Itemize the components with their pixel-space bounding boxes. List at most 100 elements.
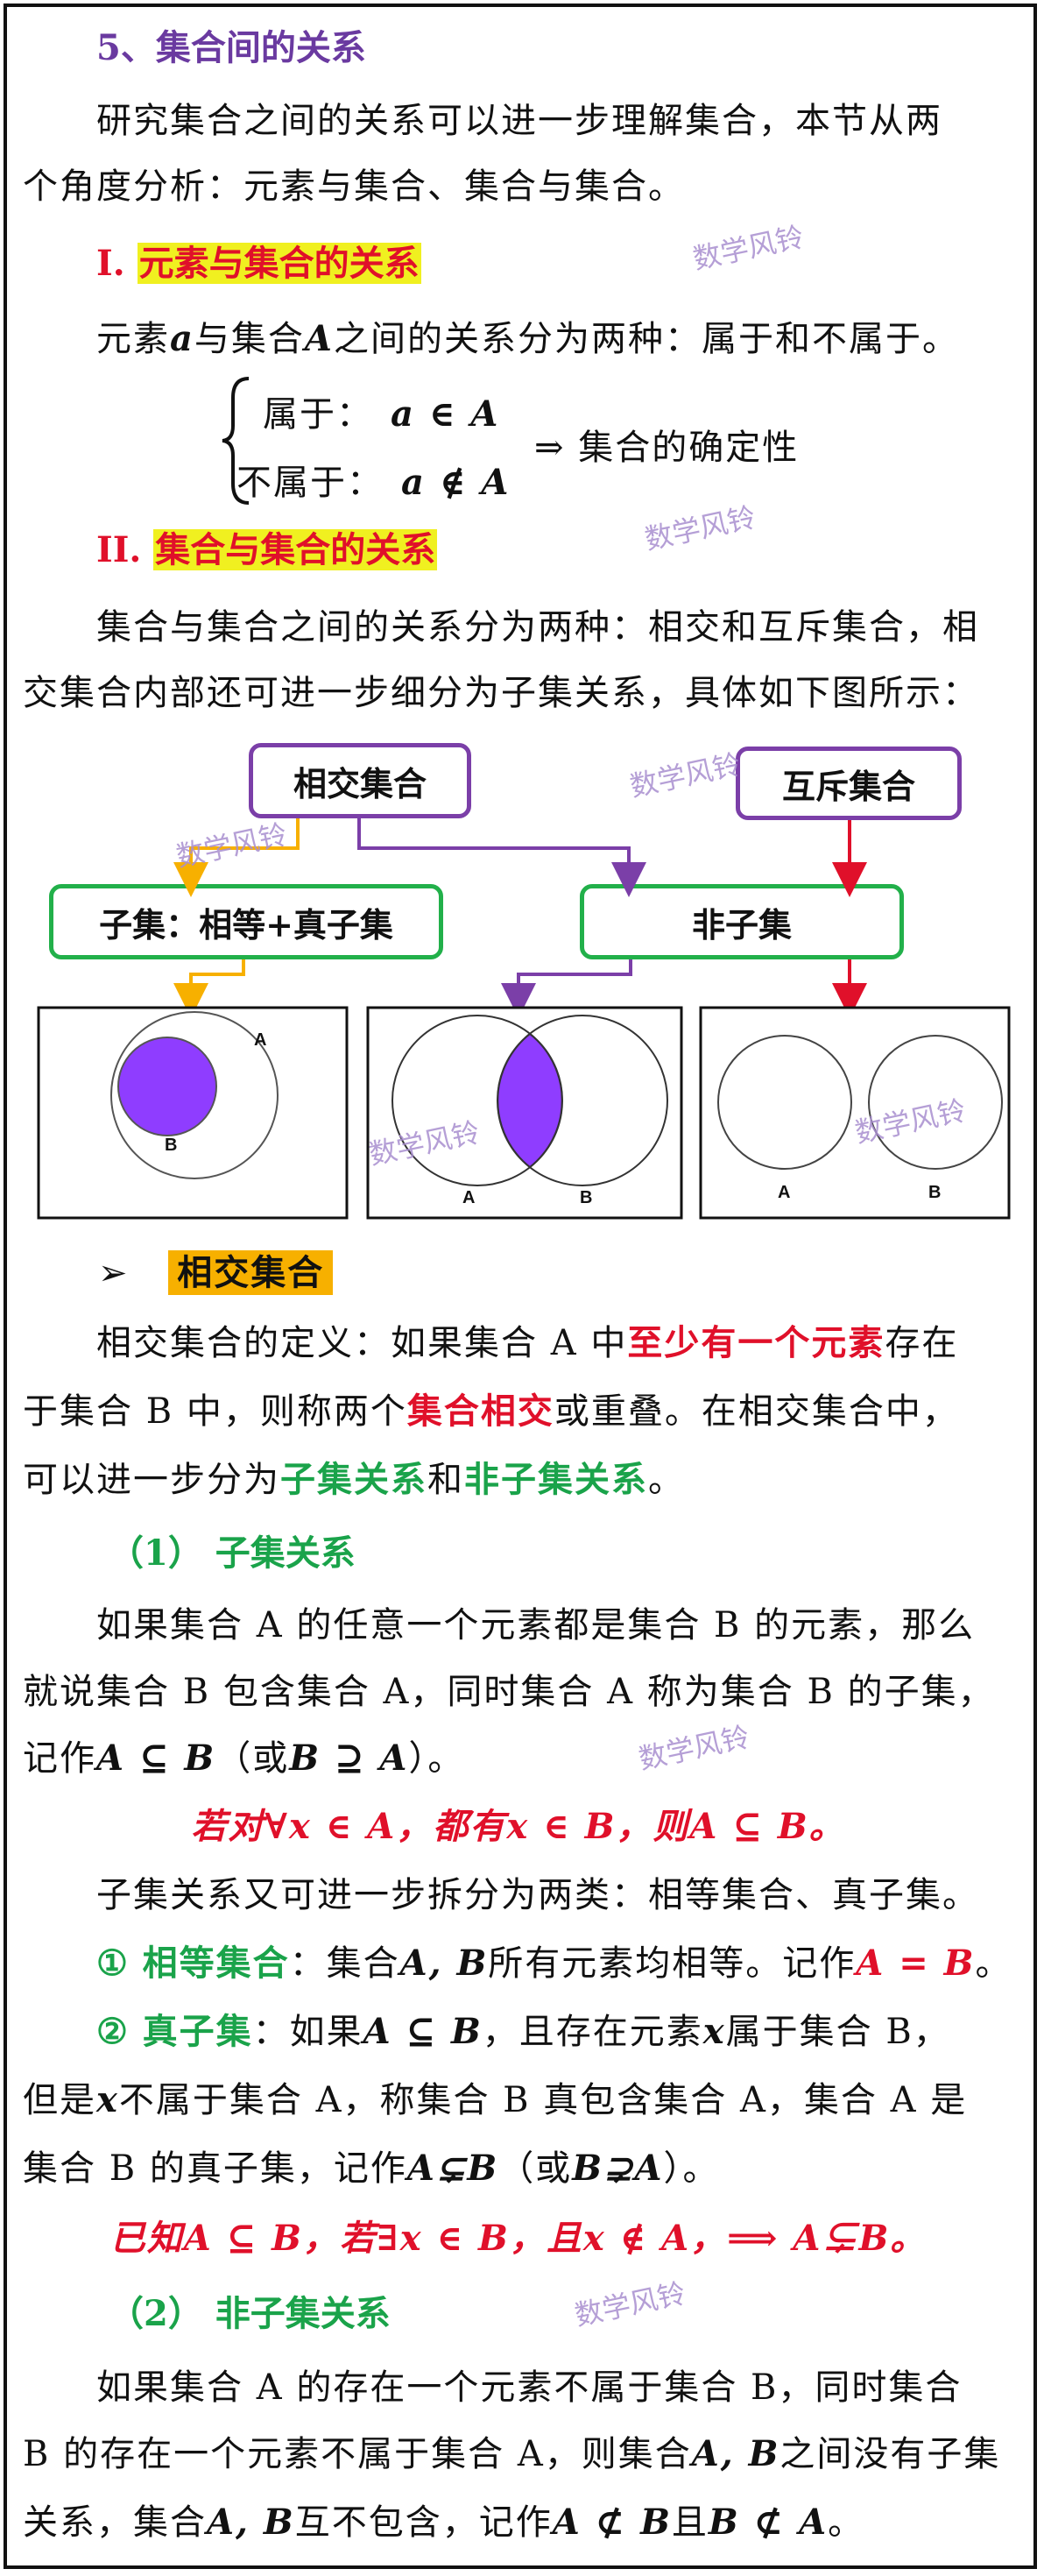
formula: B ⊇ A xyxy=(289,1737,409,1779)
text: （或 xyxy=(498,2148,573,2189)
text: 存在 xyxy=(885,1323,959,1363)
arrow-intersect-subset xyxy=(173,818,300,897)
nonsubset-line-1: 如果集合 A 的存在一个元素不属于集合 B，同时集合 xyxy=(96,2367,963,2408)
part1-heading-text: 元素与集合的关系 xyxy=(137,243,421,284)
text: 。 xyxy=(648,1460,685,1500)
text: 所有元素均相等。记作 xyxy=(488,1943,857,1984)
subset-line-3: 记作A ⊆ B（或B ⊇ A）。 xyxy=(23,1730,464,1780)
bullet-arrow-icon: ➢ xyxy=(98,1253,130,1293)
subset-split: 子集关系又可进一步拆分为两类：相等集合、真子集。 xyxy=(96,1875,979,1915)
venn-circle-left-disjoint xyxy=(717,1035,852,1170)
emphasis-red: 集合相交 xyxy=(406,1391,554,1432)
part2-line-1: 集合与集合之间的关系分为两种：相交和互斥集合，相 xyxy=(96,607,979,648)
belong-label: 属于： xyxy=(263,394,373,435)
formula: A, B xyxy=(691,2433,780,2474)
intro-line-2: 个角度分析：元素与集合、集合与集合。 xyxy=(23,166,685,207)
venn-intersection xyxy=(497,1032,563,1169)
subset-line-2: 就说集合 B 包含集合 A，同时集合 A 称为集合 B 的子集， xyxy=(23,1672,995,1712)
page-frame xyxy=(4,4,1037,2569)
section-title: 5、集合间的关系 xyxy=(96,27,366,68)
intersect-heading: ➢ 相交集合 xyxy=(98,1244,334,1295)
belong-formula: a ∈ A xyxy=(391,393,500,435)
subset-rule: 若对∀x ∈ A，都有x ∈ B，则A ⊆ B。 xyxy=(191,1806,846,1847)
equal-set-title: 相等集合 xyxy=(142,1943,290,1984)
venn-panel-disjoint xyxy=(699,1006,1011,1220)
part2-heading-text: 集合与集合的关系 xyxy=(153,529,438,570)
text: 关系，集合 xyxy=(23,2502,207,2543)
part2-heading: II. 集合与集合的关系 xyxy=(96,521,438,572)
intersect-def-line-1: 相交集合的定义：如果集合 A 中至少有一个元素存在 xyxy=(96,1314,958,1365)
box-subset: 子集：相等+真子集 xyxy=(49,884,443,959)
proper-subset-title: 真子集 xyxy=(142,2011,253,2052)
venn-circle-right-disjoint xyxy=(868,1035,1003,1170)
nonsubset-heading: （2） 非子集关系 xyxy=(109,2293,391,2334)
text: B 的存在一个元素不属于集合 A，则集合 xyxy=(23,2434,692,2474)
number-icon: ① xyxy=(96,1943,130,1984)
part1-desc: 元素a与集合A之间的关系分为两种：属于和不属于。 xyxy=(96,310,959,361)
set-A: A xyxy=(304,318,334,359)
number-icon: ② xyxy=(96,2011,130,2052)
formula-red: A = B xyxy=(856,1943,976,1984)
text: （或 xyxy=(215,1738,290,1779)
text: 不属于集合 A，称集合 B 真包含集合 A，集合 A 是 xyxy=(118,2080,968,2120)
belong-row: 属于： a ∈ A xyxy=(263,386,499,436)
formula: B⊋A xyxy=(572,2148,664,2189)
text: 但是 xyxy=(23,2080,96,2120)
conclusion-text: 集合的确定性 xyxy=(578,428,800,468)
subset-line-1: 如果集合 A 的任意一个元素都是集合 B 的元素，那么 xyxy=(96,1605,976,1645)
text: 和 xyxy=(427,1460,464,1500)
venn-circle-B xyxy=(117,1037,217,1136)
proper-subset-line-2: 但是x不属于集合 A，称集合 B 真包含集合 A，集合 A 是 xyxy=(23,2071,967,2122)
intersect-badge: 相交集合 xyxy=(168,1250,334,1295)
text: ）。 xyxy=(663,2148,720,2189)
box-nonsubset: 非子集 xyxy=(580,884,904,959)
brace-icon xyxy=(222,377,250,505)
part1-desc-mid: 与集合 xyxy=(194,319,305,359)
text: 。 xyxy=(975,1943,1012,1984)
text: 互不包含，记作 xyxy=(294,2502,553,2543)
emphasis-red: 至少有一个元素 xyxy=(627,1322,885,1363)
box-exclusive: 互斥集合 xyxy=(736,747,962,820)
part2-heading-num: II. xyxy=(96,529,142,570)
emphasis-green: 子集关系 xyxy=(280,1459,427,1500)
formula: x xyxy=(702,2011,726,2052)
formula: A⊊B xyxy=(406,2148,499,2189)
arrow-nonsubset-venn-overlap xyxy=(501,959,632,1018)
venn3-label-A: A xyxy=(778,1183,791,1202)
text: 之间没有子集 xyxy=(779,2434,1001,2474)
part2-line-2: 交集合内部还可进一步细分为子集关系，具体如下图所示： xyxy=(23,673,979,713)
intersect-def-line-3: 可以进一步分为子集关系和非子集关系。 xyxy=(23,1451,685,1502)
formula: A, B xyxy=(399,1943,489,1984)
arrow-subset-venn xyxy=(173,959,245,1018)
text: 记作 xyxy=(23,1738,96,1779)
text: 属于集合 B， xyxy=(725,2012,950,2052)
box-intersect: 相交集合 xyxy=(249,743,471,818)
arrow-intersect-nonsubset xyxy=(357,818,646,897)
part1-heading: I. 元素与集合的关系 xyxy=(96,235,421,286)
text: 。 xyxy=(828,2502,865,2543)
text: ）。 xyxy=(408,1738,465,1779)
formula: A ⊆ B xyxy=(96,1737,216,1779)
text: 集合 B 的真子集，记作 xyxy=(23,2148,407,2189)
formula: A ⊄ B xyxy=(552,2502,672,2543)
formula: A, B xyxy=(207,2502,295,2543)
formula: x xyxy=(96,2079,119,2120)
proper-subset-line-3: 集合 B 的真子集，记作A⊊B（或B⊋A）。 xyxy=(23,2140,720,2190)
implies-icon: ⇒ xyxy=(534,428,566,468)
notbelong-row: 不属于：a ∉ A xyxy=(236,454,510,505)
text: 且 xyxy=(671,2502,709,2543)
proper-subset-line-1: ② 真子集：如果A ⊆ B，且存在元素x属于集合 B， xyxy=(96,2003,950,2054)
text: 或重叠。在相交集合中， xyxy=(554,1391,959,1432)
text: 于集合 B 中，则称两个 xyxy=(23,1391,407,1432)
text: ，且存在元素 xyxy=(482,2012,703,2052)
text: ：如果 xyxy=(252,2012,363,2052)
formula: B ⊄ A xyxy=(708,2502,829,2543)
venn3-label-B: B xyxy=(928,1183,942,1202)
part1-desc-pre: 元素 xyxy=(96,319,170,359)
text: 相交集合的定义：如果集合 A 中 xyxy=(96,1323,628,1363)
equal-set-row: ① 相等集合：集合A, B所有元素均相等。记作A = B。 xyxy=(96,1935,1012,1985)
notbelong-formula: a ∉ A xyxy=(401,462,511,503)
venn1-label-B: B xyxy=(165,1136,178,1155)
part1-desc-post: 之间的关系分为两种：属于和不属于。 xyxy=(333,319,959,359)
part1-heading-num: I. xyxy=(96,243,125,284)
